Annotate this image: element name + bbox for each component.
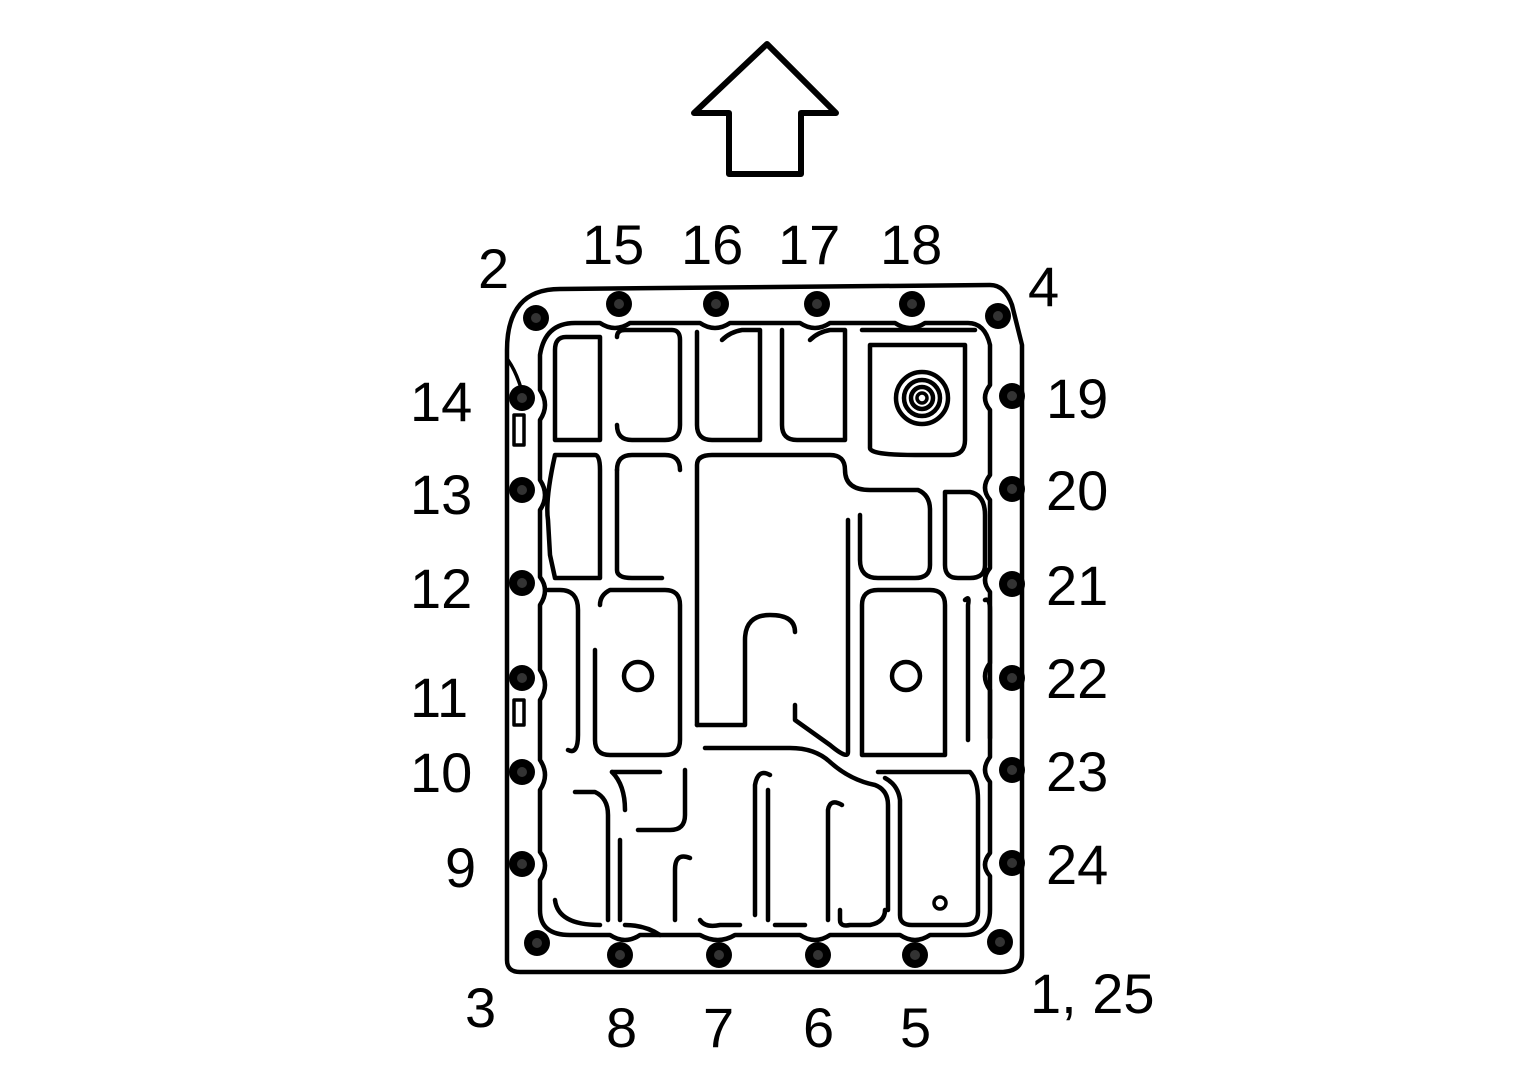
label-bolt-8: 8: [606, 996, 637, 1059]
label-bolt-14: 14: [410, 370, 472, 433]
bolts: [509, 291, 1025, 968]
label-bolt-20: 20: [1046, 459, 1108, 522]
label-bolt-1-25: 1, 25: [1030, 962, 1155, 1025]
mounting-hole-left: [621, 659, 655, 693]
label-bolt-21: 21: [1046, 554, 1108, 617]
pan-ribs: [506, 327, 993, 938]
label-bolt-15: 15: [582, 213, 644, 276]
label-bolt-4: 4: [1028, 255, 1059, 318]
small-hole: [932, 895, 948, 911]
label-bolt-16: 16: [681, 213, 743, 276]
label-bolt-10: 10: [410, 741, 472, 804]
pan-gasket-outline: [537, 320, 993, 943]
pan-outer-outline: [504, 282, 1025, 975]
mounting-hole-right: [889, 659, 923, 693]
label-bolt-19: 19: [1046, 367, 1108, 430]
drain-plug: [893, 369, 951, 427]
label-bolt-17: 17: [778, 213, 840, 276]
label-bolt-6: 6: [803, 996, 834, 1059]
label-bolt-5: 5: [900, 996, 931, 1059]
label-bolt-2: 2: [478, 237, 509, 300]
label-bolt-23: 23: [1046, 740, 1108, 803]
label-bolt-7: 7: [703, 996, 734, 1059]
label-bolt-3: 3: [465, 976, 496, 1039]
label-bolt-18: 18: [880, 213, 942, 276]
label-bolt-22: 22: [1046, 647, 1108, 710]
label-bolt-9: 9: [445, 836, 476, 899]
label-bolt-24: 24: [1046, 833, 1108, 896]
label-bolt-13: 13: [410, 463, 472, 526]
bolt-labels: 1, 25 2 3 4 5 6 7 8 9 10 11 12 13 14 15 …: [410, 213, 1155, 1059]
label-bolt-12: 12: [410, 557, 472, 620]
label-bolt-11: 11: [410, 666, 468, 729]
up-arrow-icon: [691, 41, 839, 177]
